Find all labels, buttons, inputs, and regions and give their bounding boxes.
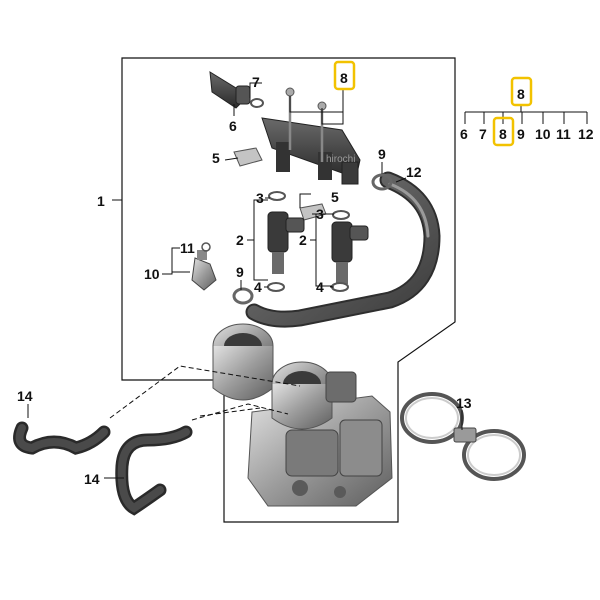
highlight-box-callout-8 bbox=[333, 60, 356, 91]
fitting-10 bbox=[191, 242, 217, 291]
callout-3-left: 3 bbox=[256, 190, 264, 206]
callout-11: 11 bbox=[180, 240, 195, 256]
callout-5-upper: 5 bbox=[212, 150, 220, 166]
vent-hose-lower-14 bbox=[115, 425, 193, 516]
highlight-box-key-root-8 bbox=[510, 76, 533, 107]
ring-9-upper bbox=[371, 173, 393, 191]
callout-4-left: 4 bbox=[254, 279, 262, 295]
key-item-11: 11 bbox=[556, 126, 571, 142]
injector-left bbox=[267, 191, 305, 292]
key-item-8: 8 bbox=[499, 126, 507, 142]
throttle-body bbox=[212, 323, 393, 507]
callout-7: 7 bbox=[252, 74, 260, 90]
key-item-10: 10 bbox=[535, 126, 551, 142]
callout-6: 6 bbox=[229, 118, 237, 134]
callout-10: 10 bbox=[144, 266, 160, 282]
key-item-12: 12 bbox=[578, 126, 594, 142]
callout-labels: 1 6 7 8 5 5 3 3 2 2 4 4 9 9 12 10 11 13 … bbox=[17, 70, 472, 487]
group-frame bbox=[121, 57, 456, 523]
callout-8: 8 bbox=[340, 70, 348, 86]
hose-clamp-13 bbox=[400, 392, 526, 481]
highlight-box-key-item-8 bbox=[492, 116, 515, 147]
key-root-8: 8 bbox=[517, 86, 525, 102]
watermark: hirochi bbox=[326, 154, 355, 165]
clip-5 bbox=[233, 147, 327, 221]
callout-9-lower: 9 bbox=[236, 264, 244, 280]
key-tree bbox=[464, 104, 588, 124]
key-tree-labels: 8 6 7 8 9 10 11 12 bbox=[460, 86, 594, 142]
callout-14-upper: 14 bbox=[17, 388, 33, 404]
fuel-rail bbox=[261, 87, 361, 185]
callout-2-right: 2 bbox=[299, 232, 307, 248]
callout-14-lower: 14 bbox=[84, 471, 100, 487]
pressure-sensor-6 bbox=[209, 71, 264, 109]
callout-1: 1 bbox=[97, 193, 105, 209]
callout-13: 13 bbox=[456, 395, 472, 411]
callout-12: 12 bbox=[406, 164, 422, 180]
callout-3-right: 3 bbox=[316, 206, 324, 222]
leader-lines bbox=[27, 82, 463, 479]
key-item-7: 7 bbox=[479, 126, 487, 142]
key-item-9: 9 bbox=[517, 126, 525, 142]
fuel-hose-12 bbox=[245, 171, 441, 328]
callout-5-lower: 5 bbox=[331, 189, 339, 205]
vent-hose-upper-14 bbox=[13, 421, 111, 455]
dashed-connections bbox=[109, 365, 301, 421]
callout-4-right: 4 bbox=[316, 279, 324, 295]
ring-9-lower bbox=[232, 287, 254, 305]
key-item-6: 6 bbox=[460, 126, 468, 142]
callout-2-left: 2 bbox=[236, 232, 244, 248]
injector-right bbox=[331, 210, 369, 292]
callout-9-upper: 9 bbox=[378, 146, 386, 162]
